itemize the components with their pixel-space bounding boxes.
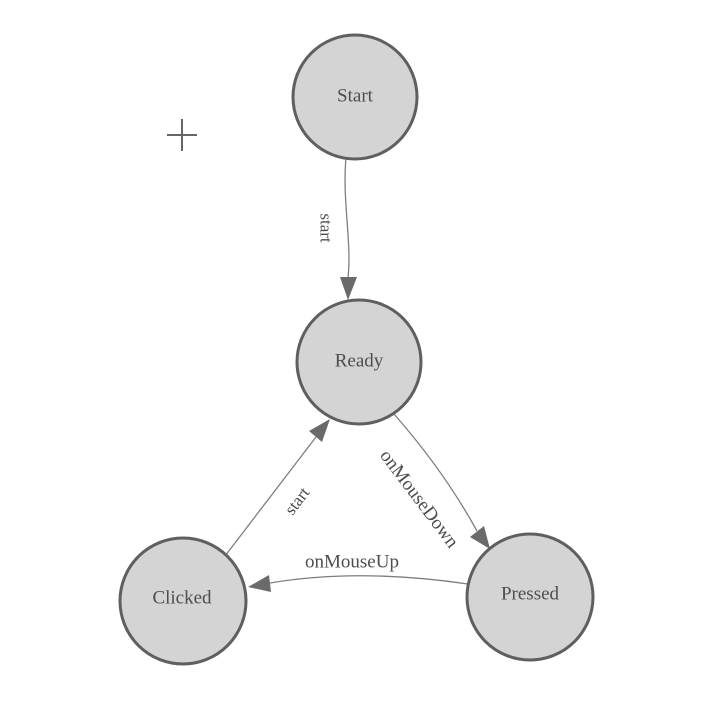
arrowhead-icon	[470, 526, 490, 549]
edge-label: onMouseUp	[305, 552, 399, 573]
edge-pressed-to-clicked[interactable]: onMouseUp	[248, 552, 469, 593]
edge-line[interactable]	[269, 575, 469, 585]
state-circle[interactable]	[465, 532, 595, 662]
node-pressed[interactable]: Pressed	[465, 532, 595, 662]
edge-line[interactable]	[344, 157, 350, 279]
arrowhead-icon	[340, 277, 357, 300]
state-label: Pressed	[501, 584, 560, 605]
state-label: Ready	[335, 351, 384, 372]
crosshair-plus-icon	[167, 119, 197, 151]
edge-start-to-ready[interactable]: start	[317, 157, 358, 300]
edge-line[interactable]	[393, 413, 478, 532]
state-circle[interactable]	[295, 298, 423, 426]
node-clicked[interactable]: Clicked	[118, 536, 248, 666]
arrowhead-icon	[248, 575, 271, 592]
state-circle[interactable]	[291, 33, 419, 161]
state-label: Start	[337, 86, 374, 107]
state-label: Clicked	[152, 588, 212, 609]
arrowhead-icon	[309, 419, 330, 442]
edge-label: start	[317, 213, 336, 243]
node-start[interactable]: Start	[291, 33, 419, 161]
state-circle[interactable]	[118, 536, 248, 666]
edge-line[interactable]	[224, 436, 317, 557]
node-ready[interactable]: Ready	[295, 298, 423, 426]
